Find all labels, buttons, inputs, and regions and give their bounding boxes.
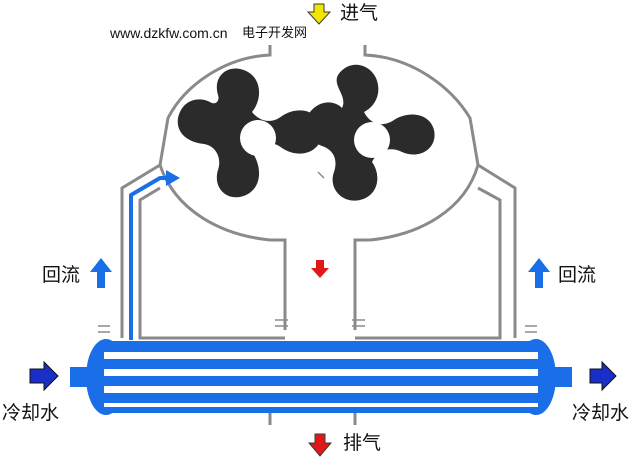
exhaust-label: 排气 bbox=[343, 432, 382, 454]
return-flow-line bbox=[129, 176, 172, 340]
rotor-left bbox=[177, 68, 322, 198]
watermark-url: www.dzkfw.com.cn bbox=[110, 25, 228, 41]
return-arrow-left-icon bbox=[90, 258, 112, 288]
center-flow-arrow-icon bbox=[311, 260, 329, 278]
intake-label: 进气 bbox=[340, 2, 379, 24]
housing-ticks bbox=[98, 171, 537, 333]
return-arrow-right-icon bbox=[528, 258, 550, 288]
coolant-arrow-left-icon bbox=[29, 360, 59, 392]
cooler-heat-exchanger bbox=[70, 339, 572, 415]
rotor-right bbox=[305, 64, 435, 201]
return-label-right: 回流 bbox=[558, 264, 597, 286]
intake-arrow-icon bbox=[306, 3, 332, 25]
coolant-label-left: 冷却水 bbox=[2, 402, 60, 424]
coolant-label-right: 冷却水 bbox=[572, 402, 630, 424]
exhaust-arrow-icon bbox=[307, 433, 333, 457]
watermark-site-name: 电子开发网 bbox=[242, 26, 308, 41]
coolant-arrow-right-icon bbox=[589, 360, 617, 392]
return-flow-arrowhead bbox=[166, 170, 180, 186]
return-label-left: 回流 bbox=[42, 264, 81, 286]
